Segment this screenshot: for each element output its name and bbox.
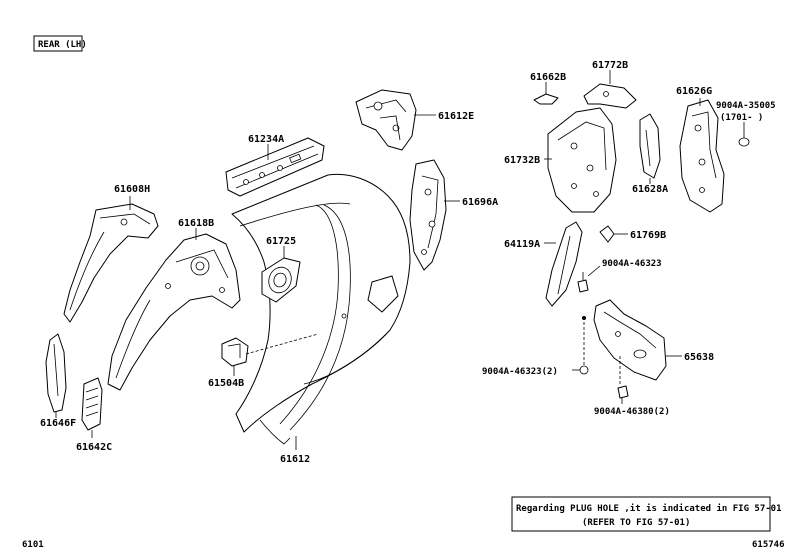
label-61612: 61612 (280, 454, 310, 465)
part-9004A-46323-bolt[interactable] (577, 272, 589, 293)
label-61626G: 61626G (676, 86, 712, 97)
label-64119A: 64119A (504, 239, 540, 250)
label-61234A: 61234A (248, 134, 284, 145)
label-65638: 65638 (684, 352, 714, 363)
label-61772B: 61772B (592, 60, 628, 71)
part-61642C-panel[interactable] (81, 377, 103, 431)
part-61504B-bracket[interactable] (221, 337, 249, 367)
plug-hole-note: Regarding PLUG HOLE ,it is indicated in … (511, 496, 782, 532)
part-61628A-strip[interactable] (639, 113, 661, 179)
view-label: REAR (LH) (38, 40, 87, 50)
part-61234A-roof-rail[interactable] (225, 137, 325, 197)
note-line-1: Regarding PLUG HOLE ,it is indicated in … (516, 503, 782, 514)
reference-number: 615746 (752, 540, 785, 550)
figure-number: 6101 (22, 540, 44, 550)
label-61642C: 61642C (76, 442, 112, 453)
part-61612E-pillar-reinforcement[interactable] (355, 89, 417, 151)
part-9004A-35005-plug[interactable] (738, 137, 750, 147)
note-line-2: (REFER TO FIG 57-01) (582, 518, 690, 528)
label-9004A-35005: 9004A-35005 (716, 101, 776, 111)
part-61612-quarter-panel[interactable] (231, 173, 411, 445)
part-9004A-46380-2-bolt[interactable] (617, 385, 629, 399)
label-61769B: 61769B (630, 230, 666, 241)
label-61612E: 61612E (438, 111, 474, 122)
label-61725: 61725 (266, 236, 296, 247)
label-61628A: 61628A (632, 184, 668, 195)
part-61618B-wheelhouse-inner[interactable] (107, 233, 241, 391)
label-9004A-46380-2: 9004A-46380(2) (594, 407, 670, 417)
label-61662B: 61662B (530, 72, 566, 83)
part-65638-bracket[interactable] (582, 299, 667, 381)
part-64119A-strip[interactable] (545, 221, 583, 307)
label-61608H: 61608H (114, 184, 150, 195)
view-label-box: REAR (LH) (33, 35, 87, 52)
part-61626G-pillar-inner[interactable] (679, 99, 725, 213)
part-61732B-inner-panel[interactable] (547, 107, 617, 213)
part-61608H-wheelhouse[interactable] (63, 203, 159, 323)
part-61725-fuel-lid-housing[interactable] (261, 257, 301, 303)
part-61696A-brace[interactable] (409, 159, 447, 271)
label-61646F: 61646F (40, 418, 76, 429)
part-61772B-bracket[interactable] (583, 83, 637, 109)
label-61732B: 61732B (504, 155, 540, 166)
part-9004A-46323-2-bolt[interactable] (579, 365, 589, 375)
label-61696A: 61696A (462, 197, 498, 208)
label-9004A-46323: 9004A-46323 (602, 259, 662, 269)
part-61662B-clip[interactable] (533, 93, 559, 105)
part-61769B-clip[interactable] (599, 225, 615, 243)
part-61646F-extension[interactable] (45, 333, 67, 413)
label-61618B: 61618B (178, 218, 214, 229)
label-61504B: 61504B (208, 378, 244, 389)
label-1701-range: (1701- ) (720, 113, 763, 123)
label-9004A-46323-2: 9004A-46323(2) (482, 367, 558, 377)
